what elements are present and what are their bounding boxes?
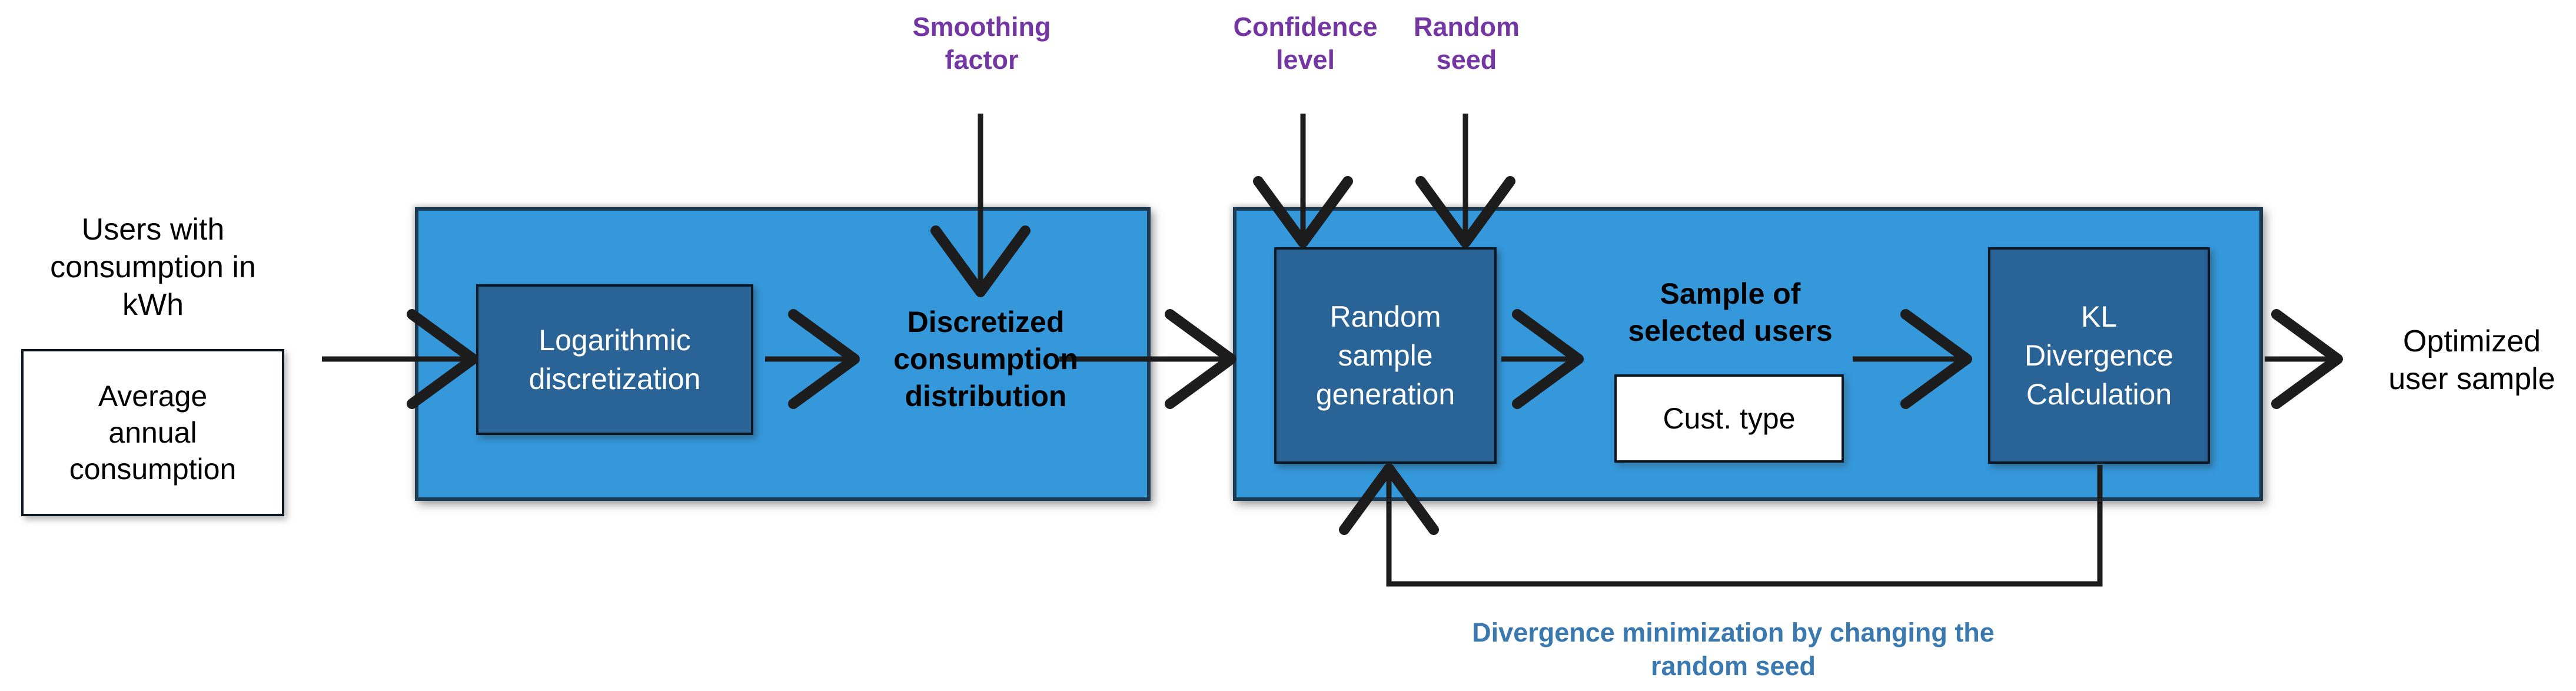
discretized-line1: Discretized [907,305,1065,338]
random-seed-label: Random seed [1349,11,1584,77]
optimized-user-sample-label: Optimized user sample [2342,323,2576,398]
random-seed-line1: Random [1414,12,1520,42]
optimized-sample-line1: Optimized [2402,324,2541,358]
users-consumption-line3: kWh [122,288,184,322]
users-consumption-line1: Users with [81,212,225,247]
avg-consumption-line1: Average [98,380,208,413]
customer-type-box: Cust. type [1614,374,1844,463]
confidence-level-label: Confidence level [1188,11,1423,77]
avg-consumption-line3: consumption [69,453,237,486]
sample-users-line1: Sample of [1660,277,1801,310]
kl-divergence-line2: Divergence [2025,339,2173,372]
smoothing-factor-label: Smoothing factor [864,11,1099,77]
optimized-sample-line2: user sample [2388,362,2555,396]
smoothing-line2: factor [945,45,1019,75]
customer-type-label: Cust. type [1663,402,1796,435]
average-annual-consumption-box: Average annual consumption [21,349,284,516]
sample-users-line2: selected users [1628,314,1833,347]
sample-selected-users-label: Sample of selected users [1583,275,1877,350]
divergence-minimization-label: Divergence minimization by changing the … [1380,616,2086,683]
random-seed-line2: seed [1436,45,1497,75]
random-sample-line3: generation [1315,378,1455,411]
random-sample-generation-box: Random sample generation [1274,247,1497,464]
random-sample-line1: Random [1329,300,1441,333]
divergence-caption-line1: Divergence minimization by changing the [1472,617,1995,647]
random-sample-line2: sample [1338,339,1433,372]
users-consumption-label: Users with consumption in kWh [12,211,294,324]
divergence-caption-line2: random seed [1650,651,1816,681]
log-discretization-line1: Logarithmic [539,324,691,357]
discretized-line2: consumption [893,342,1078,376]
discretized-line3: distribution [905,379,1067,413]
discretized-distribution-label: Discretized consumption distribution [839,303,1133,416]
kl-divergence-calculation-box: KL Divergence Calculation [1988,247,2210,464]
confidence-line2: level [1275,45,1335,75]
log-discretization-line2: discretization [529,363,701,396]
users-consumption-line2: consumption in [50,250,256,284]
confidence-line1: Confidence [1233,12,1378,42]
smoothing-line1: Smoothing [912,12,1051,42]
logarithmic-discretization-box: Logarithmic discretization [476,284,753,435]
kl-divergence-line3: Calculation [2026,378,2172,411]
kl-divergence-line1: KL [2080,300,2118,333]
avg-consumption-line2: annual [108,416,197,449]
